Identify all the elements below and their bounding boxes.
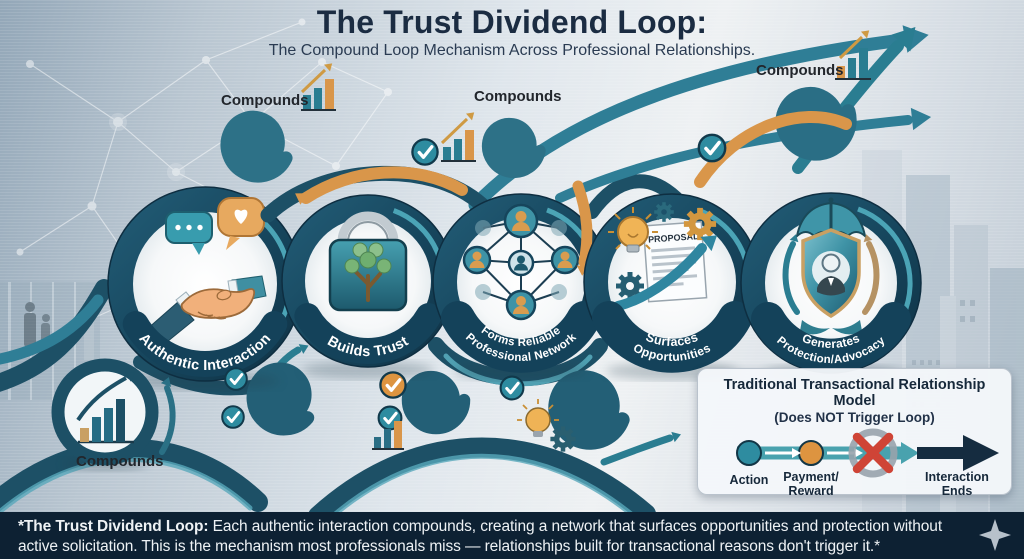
spiral-icon [217, 109, 296, 186]
bar-chart-icon [372, 421, 404, 450]
step-action: Action [729, 473, 768, 487]
step-payment-line1: Payment/ [783, 470, 839, 484]
page-subtitle: The Compound Loop Mechanism Across Profe… [268, 42, 756, 59]
node-forms-network: Forms Reliable Professional Network [432, 193, 610, 380]
lightbulb-icon [608, 207, 658, 253]
node-label: Surfaces [644, 330, 700, 349]
footer-caption: *The Trust Dividend Loop: Each authentic… [0, 512, 1024, 559]
traditional-model-box: Traditional Transactional Relationship M… [697, 368, 1012, 498]
node-label: Generates [800, 331, 862, 351]
growth-arrow [613, 243, 707, 311]
bar-chart-icon [440, 108, 478, 162]
step-interaction-line2: Ends [941, 484, 972, 498]
lightbulb-icon [517, 399, 559, 437]
proposal-label: PROPOSAL [648, 231, 700, 245]
spiral-icon [483, 120, 543, 176]
check-icon [697, 133, 727, 163]
transaction-flow-diagram: Action Payment/ Reward Interaction Ends [729, 428, 999, 498]
header: The Trust Dividend Loop: The Compound Lo… [0, 4, 1024, 60]
node-builds-trust: Builds Trust [281, 194, 455, 379]
footer-text: Each authentic interaction compounds, cr… [18, 518, 943, 555]
page-title: The Trust Dividend Loop: [316, 4, 708, 40]
step-payment-line2: Reward [788, 484, 833, 498]
footer-lead: *The Trust Dividend Loop: [18, 518, 209, 535]
action-dot [735, 440, 762, 467]
compounds-label: Compounds [474, 88, 562, 105]
ribbon-orange-2 [291, 166, 468, 205]
ribbon-orange-3-4 [572, 180, 593, 277]
step-interaction-line1: Interaction [925, 470, 989, 484]
sparkle-icon [979, 519, 1011, 551]
check-icon [378, 370, 408, 400]
bar-chart-icon [300, 59, 336, 111]
payment-dot [797, 440, 824, 467]
check-icon [220, 404, 246, 430]
compounds-growth-circle [51, 358, 176, 471]
red-x-icon [852, 433, 893, 474]
check-icon [410, 137, 440, 167]
compounds-label: Compounds [221, 92, 309, 109]
node-surfaces-opportunities: PROPOSAL Surfaces Opportunities [583, 193, 761, 380]
compounds-label: Compounds [76, 453, 164, 470]
lock-tree-icon [328, 211, 408, 312]
ribbon-orange-4-5 [694, 111, 852, 188]
check-icon [499, 375, 525, 401]
handshake-icon [145, 197, 267, 347]
compounds-label: Compounds [756, 62, 844, 79]
network-icon [462, 203, 580, 321]
spiral-icon [408, 377, 464, 428]
scatter-icons [51, 26, 873, 471]
traditional-model-title: Traditional Transactional Relationship M… [723, 377, 986, 410]
bar-chart-icon [835, 26, 873, 80]
shield-person-icon [801, 228, 861, 319]
check-icon [223, 366, 249, 392]
traditional-model-subtitle: (Does NOT Trigger Loop) [774, 410, 935, 426]
